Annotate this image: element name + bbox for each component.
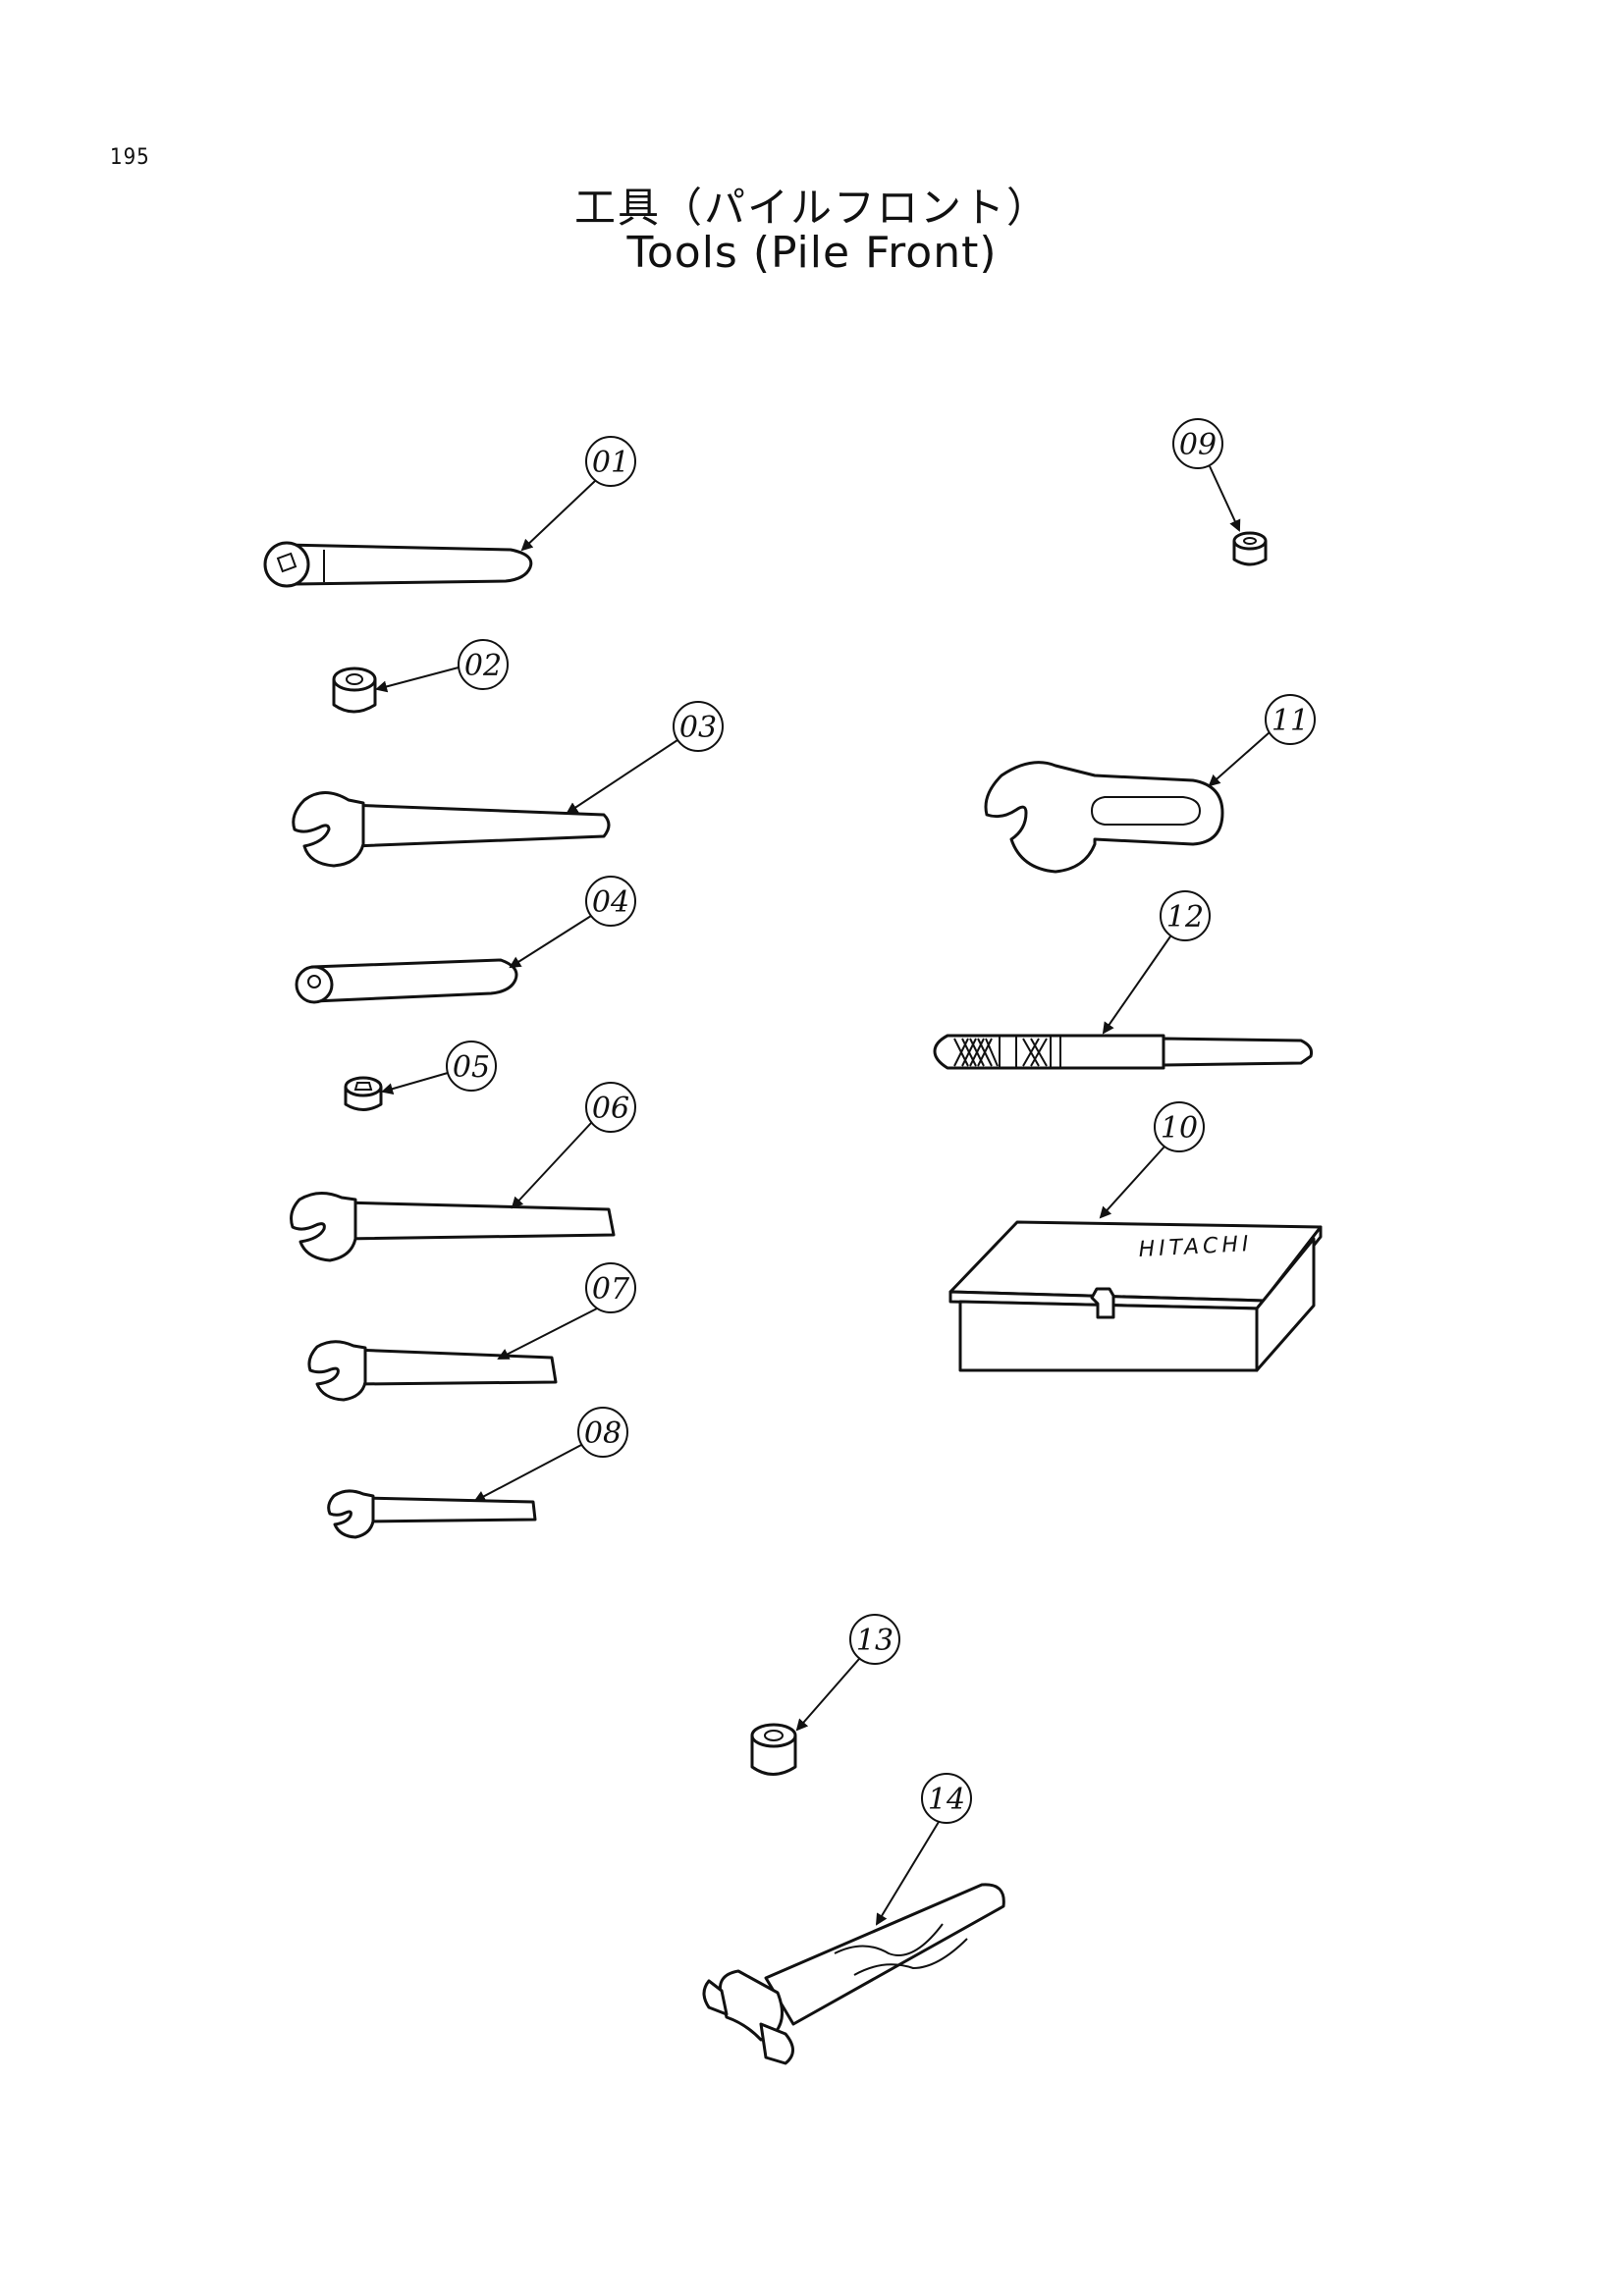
- part-01-box-wrench: [263, 541, 533, 588]
- callout-01: 01: [520, 436, 636, 552]
- title-japanese: 工具（パイルフロント）: [573, 184, 1050, 232]
- callout-13: 13: [795, 1614, 900, 1732]
- callout-04: 04: [509, 876, 636, 969]
- callout-05: 05: [381, 1041, 497, 1095]
- callout-14: 14: [875, 1773, 972, 1926]
- callout-09-label: 09: [1179, 428, 1217, 462]
- callout-09: 09: [1172, 418, 1241, 532]
- callout-11-label: 11: [1272, 704, 1309, 738]
- part-02-socket: [332, 667, 377, 714]
- part-08-open-wrench: [327, 1489, 537, 1539]
- callout-06: 06: [511, 1082, 636, 1209]
- part-09-socket: [1232, 531, 1268, 566]
- callout-01-label: 01: [592, 446, 629, 480]
- page-number: 195: [110, 145, 150, 170]
- part-05-socket: [344, 1076, 383, 1111]
- callout-10: 10: [1099, 1101, 1205, 1219]
- callout-03-label: 03: [679, 711, 717, 745]
- callout-03: 03: [566, 701, 724, 815]
- part-03-open-wrench: [292, 791, 611, 868]
- part-12-punch-bar: [933, 1034, 1313, 1070]
- part-10-toolbox: HITACHI: [948, 1220, 1323, 1372]
- callout-02: 02: [375, 639, 509, 693]
- toolbox-brand-label: HITACHI: [1138, 1232, 1253, 1262]
- callout-08: 08: [473, 1407, 628, 1502]
- callout-06-label: 06: [592, 1092, 629, 1126]
- callout-05-label: 05: [453, 1050, 490, 1085]
- part-06-open-wrench: [290, 1192, 616, 1262]
- title-english: Tools (Pile Front): [626, 228, 998, 278]
- part-04-box-wrench: [295, 958, 518, 1004]
- part-13-socket: [750, 1723, 797, 1776]
- part-14-hammer: [702, 1883, 1005, 2065]
- callout-07: 07: [497, 1262, 636, 1360]
- callout-14-label: 14: [928, 1783, 965, 1817]
- callout-12-label: 12: [1166, 900, 1204, 934]
- callout-07-label: 07: [592, 1272, 630, 1307]
- callout-12: 12: [1102, 890, 1211, 1035]
- part-11-slogging-wrench: [984, 761, 1224, 874]
- part-07-open-wrench: [307, 1340, 558, 1402]
- callout-08-label: 08: [584, 1416, 622, 1451]
- callout-11: 11: [1208, 694, 1316, 787]
- callout-13-label: 13: [856, 1624, 893, 1658]
- callout-04-label: 04: [592, 885, 629, 920]
- callout-02-label: 02: [464, 649, 502, 683]
- callout-10-label: 10: [1161, 1111, 1198, 1146]
